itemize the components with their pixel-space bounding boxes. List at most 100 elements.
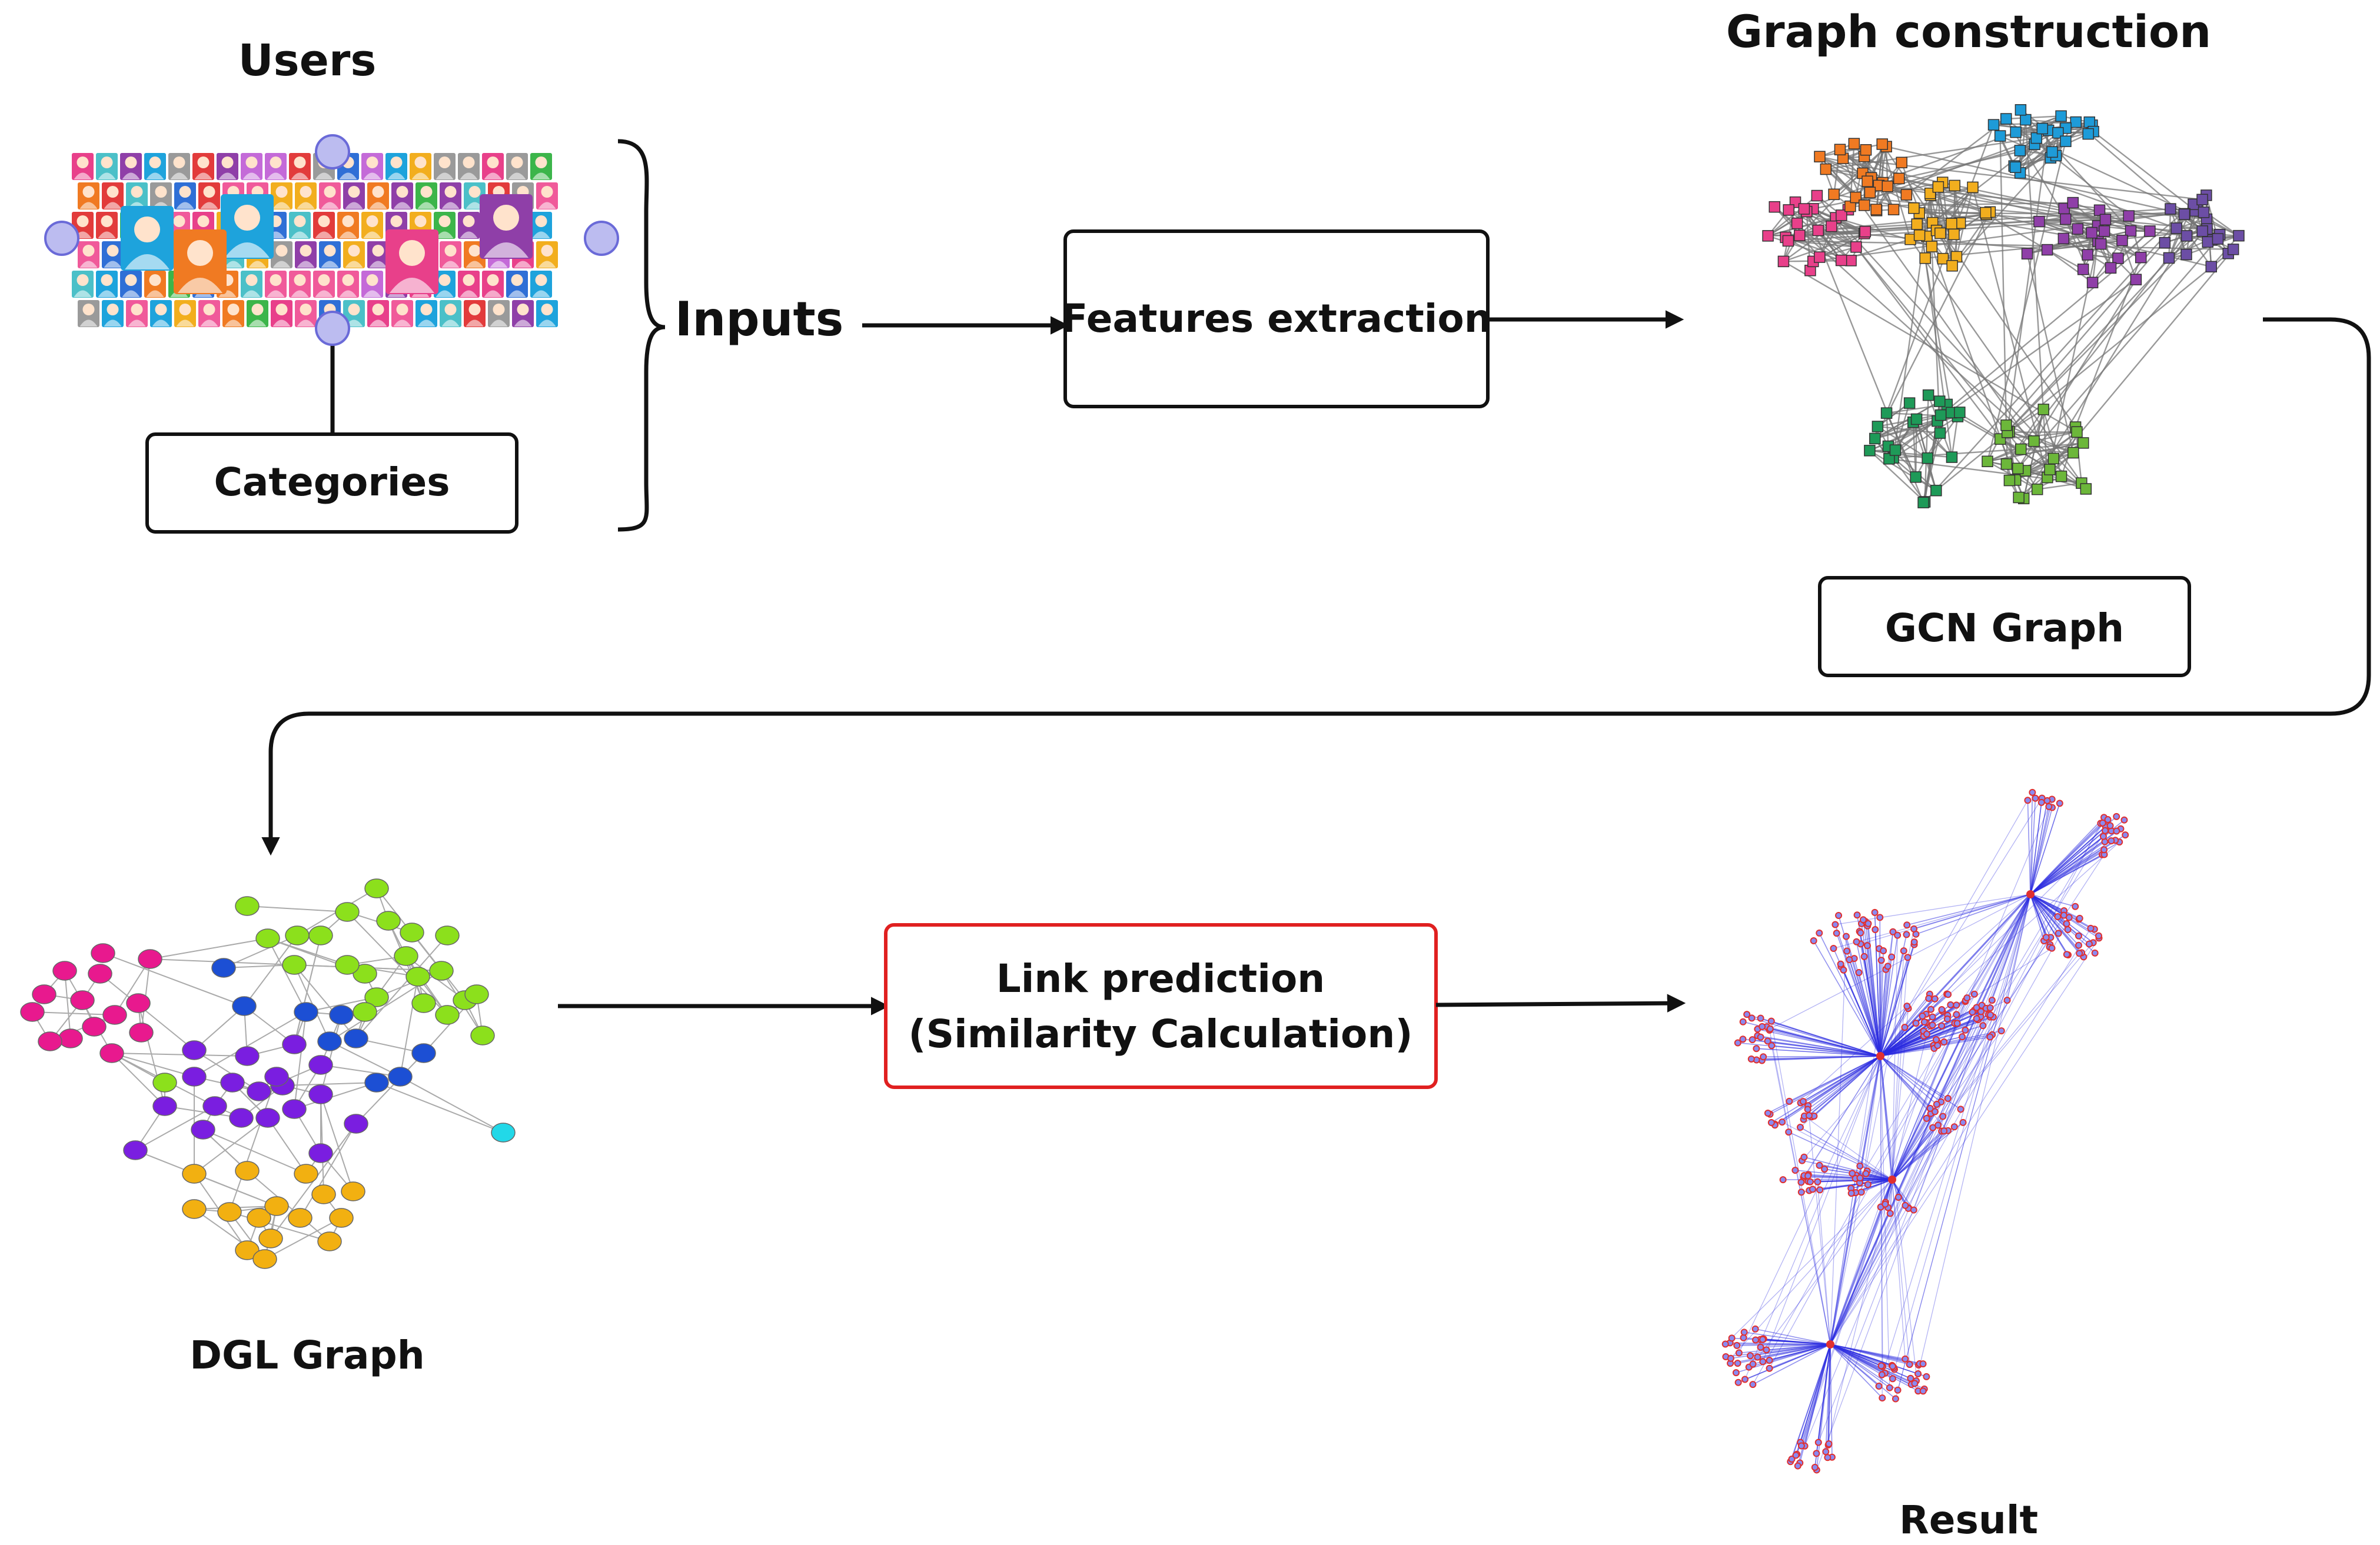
user-person-icon — [458, 212, 480, 239]
result-node — [1816, 1186, 1824, 1194]
gcn-graph-label: GCN Graph — [1885, 605, 2124, 651]
result-node — [1894, 931, 1902, 939]
user-person-icon — [343, 182, 365, 209]
user-person-icon — [434, 271, 456, 298]
dgl-node — [388, 1067, 413, 1087]
result-node — [2063, 951, 2070, 958]
gcn-node — [1913, 229, 1926, 241]
dgl-node — [491, 1123, 516, 1143]
gcn-node — [1987, 119, 2000, 131]
dgl-node — [258, 1228, 283, 1248]
gcn-node — [2036, 122, 2049, 135]
result-node — [1753, 1045, 1760, 1053]
user-person-icon — [506, 271, 528, 298]
gcn-node — [1980, 207, 1992, 219]
gcn-node — [2082, 128, 2094, 140]
dgl-node — [288, 1208, 313, 1228]
result-node — [2113, 827, 2120, 835]
gcn-node — [2159, 237, 2171, 249]
gcn-node — [1922, 389, 1934, 401]
gcn-node — [1814, 151, 1826, 162]
inputs-brace — [617, 139, 666, 532]
user-person-icon — [536, 300, 558, 327]
gcn-node — [1903, 397, 1916, 409]
dgl-node — [353, 1002, 377, 1022]
result-node — [1901, 1024, 1909, 1031]
dgl-node — [308, 1143, 333, 1163]
result-node — [1910, 925, 1918, 933]
result-node — [1785, 1128, 1793, 1136]
result-node — [1831, 921, 1839, 928]
gcn-node — [1870, 204, 1882, 215]
dgl-node — [344, 1028, 368, 1048]
result-node — [2099, 819, 2106, 827]
gcn-node — [1934, 409, 1947, 421]
user-person-icon — [289, 271, 311, 298]
user-person-icon — [415, 182, 437, 209]
dgl-network-graph — [20, 878, 516, 1269]
result-node — [1871, 908, 1879, 916]
result-node — [1889, 1375, 1896, 1383]
gcn-node — [1883, 453, 1895, 465]
result-node — [1752, 1336, 1760, 1344]
result-node — [2060, 911, 2067, 919]
result-node — [1732, 1369, 1740, 1377]
result-hub-node — [1876, 1052, 1884, 1060]
gcn-node — [2044, 464, 2056, 475]
dgl-node — [308, 1084, 333, 1104]
user-person-icon — [440, 182, 461, 209]
user-person-icon — [217, 153, 238, 180]
user-person-icon — [319, 241, 341, 268]
result-edges — [1725, 792, 2126, 1470]
gcn-node — [1910, 413, 1923, 425]
features-extraction-label: Features extraction — [1061, 296, 1491, 341]
gcn-node — [1954, 407, 1966, 418]
gcn-node — [1864, 445, 1876, 457]
result-node — [1902, 1355, 1909, 1363]
result-node — [1786, 1097, 1793, 1105]
result-node — [1768, 1042, 1776, 1050]
user-person-icon — [174, 300, 196, 327]
dgl-node — [235, 1161, 260, 1181]
gcn-node — [2030, 132, 2043, 144]
gcn-node — [2037, 404, 2049, 415]
result-node — [1754, 1353, 1761, 1361]
result-node — [1877, 957, 1885, 964]
gcn-node — [2009, 161, 2022, 174]
user-person-icon — [480, 194, 533, 259]
result-node — [1779, 1118, 1786, 1126]
gcn-node — [2012, 462, 2024, 475]
gcn-node — [2170, 222, 2182, 234]
gcn-node — [2099, 214, 2112, 225]
result-node — [1986, 1033, 1994, 1041]
dgl-node — [255, 928, 280, 948]
result-node — [1988, 997, 1996, 1004]
user-person-icon — [78, 241, 99, 268]
user-person-icon — [96, 153, 118, 180]
gcn-node — [2000, 419, 2012, 431]
gcn-node — [2196, 225, 2208, 237]
graph-construction-title: Graph construction — [1726, 5, 2211, 58]
gcn-node — [1932, 181, 1944, 193]
user-person-icon — [241, 153, 262, 180]
result-node — [1734, 1378, 1742, 1386]
gcn-node — [1934, 227, 1946, 239]
dgl-node — [235, 1046, 260, 1066]
result-node — [1739, 1035, 1747, 1043]
dgl-node — [32, 984, 56, 1004]
user-person-icon — [440, 241, 461, 268]
result-node — [2122, 831, 2129, 839]
result-node — [1757, 1343, 1764, 1351]
dgl-node — [411, 993, 436, 1013]
gcn-node — [2180, 230, 2193, 242]
dgl-node — [123, 1140, 148, 1160]
user-person-icon — [440, 300, 461, 327]
gcn-node — [1949, 179, 1961, 192]
gcn-node — [1880, 407, 1893, 419]
dgl-node — [152, 1096, 177, 1116]
gcn-node — [2046, 146, 2058, 158]
result-node — [1749, 1360, 1757, 1368]
result-node — [1919, 1360, 1927, 1368]
result-node — [2108, 837, 2115, 845]
gcn-node — [2071, 426, 2083, 438]
